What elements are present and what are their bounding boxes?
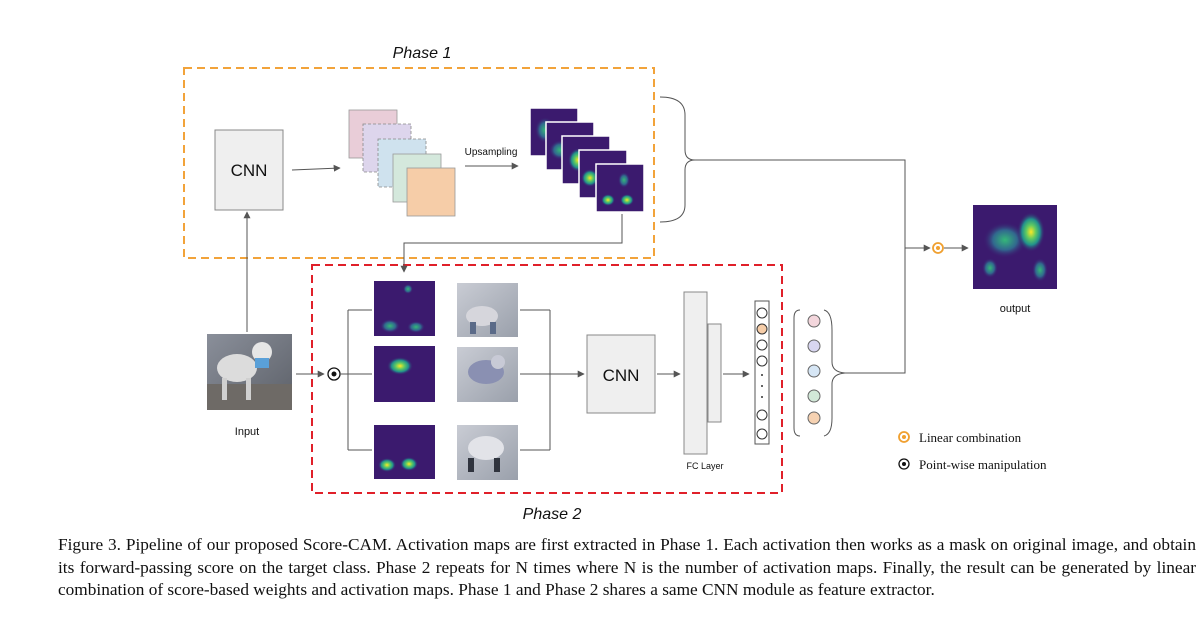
output-label: output (1000, 303, 1031, 315)
pointwise-node-dot (331, 371, 337, 377)
phase2-activation-map-1 (374, 281, 435, 336)
masked-image-3 (457, 425, 518, 480)
phase2-cnn-block (586, 334, 656, 414)
linear-combination-node-dot (936, 246, 940, 250)
input-image (207, 334, 292, 410)
legend-linear-combination-icon-dot (902, 435, 906, 439)
input-label: Input (235, 426, 259, 438)
phase2-activation-map-2 (374, 346, 435, 402)
feature-maps-stack (348, 109, 456, 217)
legend-pointwise-icon-dot (902, 462, 906, 466)
legend-linear-combination-label: Linear combination (919, 430, 1022, 445)
arrow-cnn-to-features (291, 164, 341, 172)
output-saliency-map (973, 205, 1057, 289)
legend: Linear combination Point-wise manipulati… (898, 430, 1047, 472)
feature-map-5 (406, 167, 456, 217)
upsampling-label: Upsampling (465, 147, 518, 158)
line-scores-to-output (845, 248, 906, 374)
ellipsis-dot (761, 396, 763, 398)
masked-image-2 (457, 347, 518, 402)
phase2-label: Phase 2 (523, 506, 582, 523)
fc-layer-label: FC Layer (686, 461, 723, 471)
phase1-box (183, 67, 655, 259)
output-neuron (756, 355, 768, 367)
output-neuron (756, 307, 768, 319)
score-node-3 (807, 364, 821, 378)
masked-image-1 (457, 283, 518, 337)
fc-layer-large (683, 291, 708, 455)
ellipsis-dot (761, 374, 763, 376)
activation-map-5 (595, 163, 645, 213)
phase1-brace (659, 96, 696, 223)
phase1-cnn-block (214, 129, 284, 211)
phase1-label: Phase 1 (393, 45, 452, 62)
score-node-5 (807, 411, 821, 425)
phase2-box (311, 264, 783, 494)
phase2-activation-map-3 (374, 425, 435, 479)
output-neuron-target (756, 323, 768, 335)
ellipsis-dot (761, 385, 763, 387)
score-cam-pipeline-diagram: Phase 1 Phase 2 CNN Upsampling (183, 45, 1057, 523)
line-maps-to-output (695, 159, 906, 248)
score-node-4 (807, 389, 821, 403)
output-neuron (756, 428, 768, 440)
phase2-cnn-label: CNN (603, 366, 640, 385)
fc-layer-small (707, 323, 722, 423)
arrow-maps-to-phase2 (400, 214, 623, 273)
output-neuron (756, 339, 768, 351)
score-node-2 (807, 339, 821, 353)
phase1-cnn-label: CNN (231, 161, 268, 180)
score-right-brace (823, 309, 846, 437)
score-left-bracket (793, 309, 801, 437)
output-neurons-column (754, 300, 770, 445)
legend-pointwise-label: Point-wise manipulation (919, 457, 1047, 472)
figure-caption: Figure 3. Pipeline of our proposed Score… (58, 535, 1196, 600)
score-node-1 (807, 314, 821, 328)
activation-maps-stack (529, 107, 645, 213)
output-neuron (756, 409, 768, 421)
